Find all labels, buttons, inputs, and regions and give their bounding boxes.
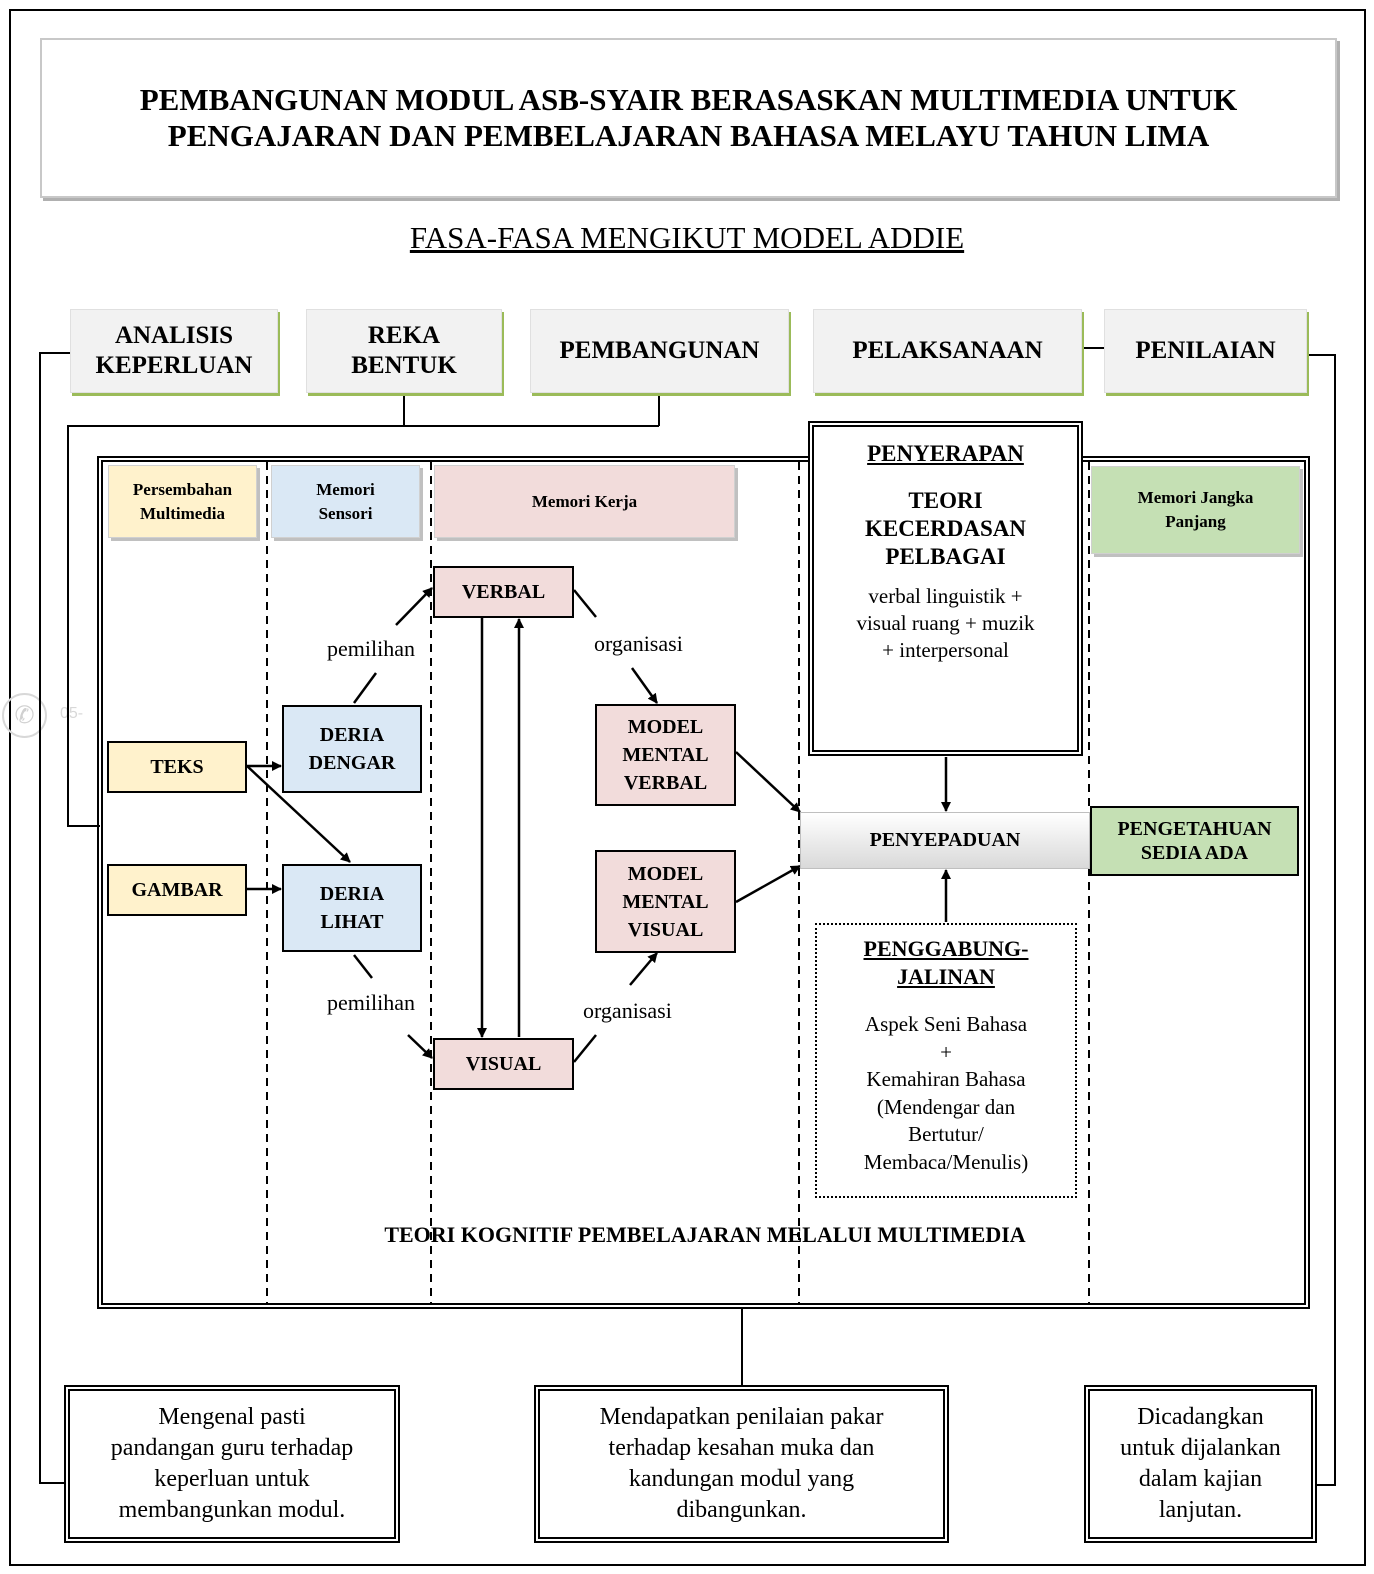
phase-label: ANALISIS bbox=[114, 322, 234, 349]
node-text: MENTAL bbox=[622, 890, 709, 913]
penggabungjalinan-body-line: Kemahiran Bahasa bbox=[866, 1067, 1026, 1091]
column-header-text: Multimedia bbox=[139, 503, 225, 523]
column-header-sensori: Memori Sensori bbox=[271, 465, 420, 538]
phase-penilaian: PENILAIAN bbox=[1104, 309, 1307, 393]
node-text: MODEL bbox=[627, 862, 704, 885]
phase-label: REKA bbox=[367, 322, 441, 349]
column-header-persembahan: Persembahan Multimedia bbox=[108, 465, 257, 538]
outcome-line: dalam kajian bbox=[1138, 1466, 1263, 1492]
phase-label: BENTUK bbox=[351, 352, 457, 379]
node-text: DERIA bbox=[319, 724, 385, 746]
column-header-text: Panjang bbox=[1165, 512, 1226, 531]
outcome-line: Mengenal pasti bbox=[158, 1404, 306, 1430]
node-text: VISUAL bbox=[627, 918, 704, 941]
node-text: DERIA bbox=[319, 883, 385, 905]
phase-reka-bentuk: REKA BENTUK bbox=[306, 309, 502, 393]
node-visual: VISUAL bbox=[433, 1038, 574, 1090]
title-line-1: PEMBANGUNAN MODUL ASB-SYAIR BERASASKAN M… bbox=[139, 82, 1238, 117]
node-verbal: VERBAL bbox=[433, 566, 574, 618]
phase-pembangunan: PEMBANGUNAN bbox=[530, 309, 789, 393]
column-header-text: Memori Jangka bbox=[1137, 488, 1254, 507]
column-header-kerja: Memori Kerja bbox=[434, 465, 735, 538]
penyerapan-heading: PENYERAPAN bbox=[867, 441, 1024, 466]
penyerapan-body-line: visual ruang + muzik bbox=[856, 611, 1035, 635]
node-teks: TEKS bbox=[107, 741, 247, 793]
title-box: PEMBANGUNAN MODUL ASB-SYAIR BERASASKAN M… bbox=[40, 38, 1337, 198]
outcome-line: terhadap kesahan muka dan bbox=[608, 1435, 875, 1461]
node-model-mental-verbal: MODEL MENTAL VERBAL bbox=[595, 704, 736, 806]
penyerapan-theory-line: KECERDASAN bbox=[864, 516, 1027, 541]
penggabungjalinan-body-line: Bertutur/ bbox=[908, 1122, 984, 1146]
phone-icon: ✆ bbox=[2, 693, 47, 738]
node-text: SEDIA ADA bbox=[1140, 842, 1249, 864]
penggabungjalinan-heading: PENGGABUNG- bbox=[863, 936, 1029, 961]
column-header-text: Sensori bbox=[318, 503, 373, 523]
phase-pelaksanaan: PELAKSANAAN bbox=[813, 309, 1082, 393]
column-header-text: Memori bbox=[316, 479, 375, 499]
outcome-line: pandangan guru terhadap bbox=[110, 1435, 354, 1461]
page-frame bbox=[9, 9, 1366, 1566]
phase-analisis-keperluan: ANALISIS KEPERLUAN bbox=[70, 309, 278, 393]
outcome-line: Mendapatkan penilaian pakar bbox=[599, 1404, 884, 1430]
node-text: PENGETAHUAN bbox=[1117, 818, 1272, 840]
penyerapan-theory-line: TEORI bbox=[908, 488, 983, 513]
node-deria-dengar: DERIA DENGAR bbox=[282, 705, 422, 793]
penggabungjalinan-body-line: (Mendengar dan bbox=[876, 1094, 1016, 1119]
main-frame bbox=[97, 456, 1310, 1309]
label-pemilihan-bottom: pemilihan bbox=[327, 990, 415, 1015]
label-pemilihan-top: pemilihan bbox=[327, 636, 415, 661]
outcome-line: Dicadangkan bbox=[1137, 1404, 1264, 1430]
penyerapan-theory-line: PELBAGAI bbox=[885, 544, 1006, 569]
node-pengetahuan-sedia-ada: PENGETAHUAN SEDIA ADA bbox=[1090, 806, 1299, 876]
outcome-line: lanjutan. bbox=[1158, 1497, 1243, 1523]
outcome-line: membangunkan modul. bbox=[118, 1497, 346, 1523]
node-text: DENGAR bbox=[308, 752, 396, 774]
outcome-line: keperluan untuk bbox=[154, 1466, 310, 1492]
penggabungjalinan-heading: JALINAN bbox=[897, 964, 995, 989]
node-deria-lihat: DERIA LIHAT bbox=[282, 864, 422, 952]
node-text: VERBAL bbox=[623, 772, 708, 794]
subtitle: FASA-FASA MENGIKUT MODEL ADDIE bbox=[409, 220, 965, 255]
outcome-pembangunan: Mendapatkan penilaian pakar terhadap kes… bbox=[534, 1385, 949, 1543]
penggabungjalinan-body-line: Aspek Seni Bahasa bbox=[864, 1012, 1028, 1036]
penyerapan-body-line: verbal linguistik + bbox=[868, 584, 1023, 608]
label-organisasi-bottom: organisasi bbox=[583, 998, 672, 1023]
column-header-jangka: Memori Jangka Panjang bbox=[1091, 466, 1300, 554]
penyerapan-box: PENYERAPAN TEORI KECERDASAN PELBAGAI ver… bbox=[808, 421, 1083, 756]
watermark-text: 05- bbox=[60, 705, 84, 722]
penggabungjalinan-box: PENGGABUNG- JALINAN Aspek Seni Bahasa + … bbox=[815, 923, 1077, 1198]
node-text: MODEL bbox=[627, 716, 704, 738]
label-organisasi-top: organisasi bbox=[594, 631, 683, 656]
node-text: MENTAL bbox=[622, 744, 709, 766]
phase-label: KEPERLUAN bbox=[95, 352, 253, 379]
title-line-2: PENGAJARAN DAN PEMBELAJARAN BAHASA MELAY… bbox=[167, 118, 1210, 153]
node-model-mental-visual: MODEL MENTAL VISUAL bbox=[595, 850, 736, 953]
node-text: LIHAT bbox=[320, 911, 384, 933]
penggabungjalinan-body-line: Membaca/Menulis) bbox=[863, 1149, 1029, 1174]
outcome-line: dibangunkan. bbox=[676, 1497, 807, 1523]
outcome-penilaian: Dicadangkan untuk dijalankan dalam kajia… bbox=[1084, 1385, 1317, 1543]
outcome-analisis: Mengenal pasti pandangan guru terhadap k… bbox=[64, 1385, 400, 1543]
penggabungjalinan-body-line: + bbox=[940, 1039, 952, 1064]
outcome-line: untuk dijalankan bbox=[1120, 1435, 1281, 1461]
column-header-text: Persembahan bbox=[132, 479, 233, 499]
node-penyepaduan: PENYEPADUAN bbox=[800, 812, 1090, 869]
outcome-line: kandungan modul yang bbox=[628, 1466, 855, 1492]
node-gambar: GAMBAR bbox=[107, 864, 247, 916]
theory-caption: TEORI KOGNITIF PEMBELAJARAN MELALUI MULT… bbox=[384, 1222, 1026, 1247]
penyerapan-body-line: + interpersonal bbox=[882, 638, 1009, 662]
